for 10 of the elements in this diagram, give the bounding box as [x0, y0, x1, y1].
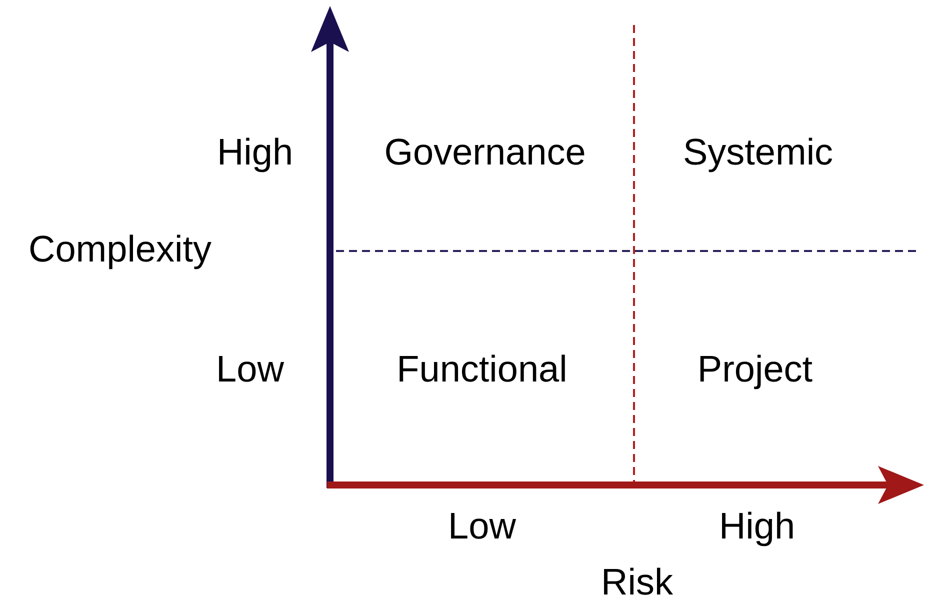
- axis-title: Complexity: [28, 230, 212, 270]
- quadrant-label: Project: [697, 350, 813, 390]
- quadrant-label: Functional: [396, 350, 568, 390]
- quadrant-label: Governance: [384, 132, 586, 174]
- axis-title: Risk: [601, 562, 673, 603]
- axis-tick-label: High: [216, 132, 294, 174]
- quadrant-label: Systemic: [682, 132, 834, 174]
- axis-tick-label: Low: [448, 506, 516, 548]
- axis-tick-label: Low: [216, 350, 284, 390]
- axis-tick-label: High: [718, 506, 796, 548]
